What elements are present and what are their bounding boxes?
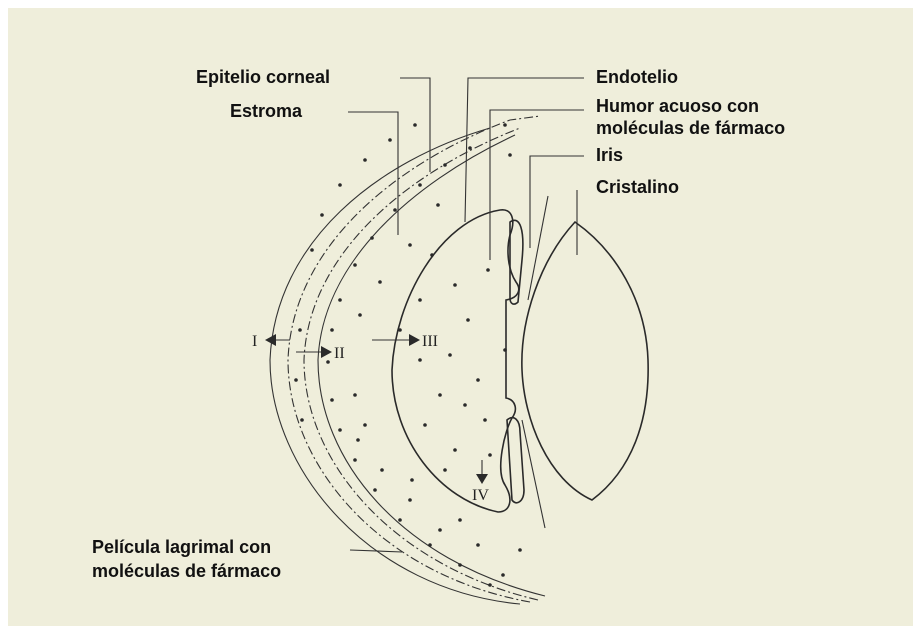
iris <box>507 196 548 528</box>
drug-molecule-dot <box>488 583 492 587</box>
drug-molecule-dot <box>458 563 462 567</box>
corneal-stroma-line <box>304 128 538 600</box>
labels: Epitelio corneal Estroma Endotelio Humor… <box>92 67 785 581</box>
drug-molecule-dot <box>436 203 440 207</box>
pathway-label-i: I <box>252 333 257 350</box>
drug-molecule-dot <box>466 318 470 322</box>
arrow-iv-head <box>476 474 488 484</box>
drug-molecule-dot <box>294 378 298 382</box>
drug-molecule-dot <box>338 183 342 187</box>
iris-lower <box>507 418 524 503</box>
drug-molecule-dot <box>518 548 522 552</box>
label-estroma: Estroma <box>230 101 303 121</box>
drug-molecule-dot <box>448 353 452 357</box>
drug-molecule-dot <box>503 348 507 352</box>
iris-leader <box>530 156 584 248</box>
drug-molecule-dot <box>398 328 402 332</box>
label-pelicula-line1: Película lagrimal con <box>92 537 271 557</box>
drug-molecule-dot <box>503 123 507 127</box>
pathway-label-iv: IV <box>472 487 489 504</box>
pathway-label-iii: III <box>422 333 438 350</box>
label-humor-acuoso-line2: moléculas de fármaco <box>596 118 785 138</box>
label-cristalino: Cristalino <box>596 177 679 197</box>
drug-molecule-dot <box>418 183 422 187</box>
drug-molecule-dot <box>430 253 434 257</box>
drug-molecule-dot <box>428 543 432 547</box>
iris-upper <box>510 220 523 304</box>
pathway-arrows: I II III IV <box>252 333 489 504</box>
drug-molecule-dot <box>300 418 304 422</box>
drug-molecule-dot <box>501 573 505 577</box>
drug-molecule-dot <box>353 263 357 267</box>
arrow-i-head <box>265 334 276 346</box>
drug-molecule-dot <box>423 423 427 427</box>
drug-molecule-dot <box>373 488 377 492</box>
drug-molecule-dot <box>438 393 442 397</box>
cornea <box>270 116 545 604</box>
drug-molecule-dot <box>463 403 467 407</box>
corneal-endothelium-line <box>318 135 545 596</box>
drug-molecule-dot <box>408 243 412 247</box>
drug-molecule-dot <box>476 543 480 547</box>
drug-molecule-dot <box>330 398 334 402</box>
drug-molecule-dot <box>356 438 360 442</box>
drug-molecule-dot <box>418 358 422 362</box>
drug-molecule-dot <box>418 298 422 302</box>
estroma-leader <box>348 112 398 235</box>
drug-molecule-dot <box>363 423 367 427</box>
drug-molecule-dot <box>488 453 492 457</box>
drug-molecule-dot <box>486 268 490 272</box>
drug-molecule-dot <box>438 528 442 532</box>
drug-molecule-dot <box>378 280 382 284</box>
corneal-epithelium-line <box>288 116 540 602</box>
leader-lines <box>348 78 584 552</box>
drug-molecule-dot <box>508 153 512 157</box>
drug-molecule-dot <box>380 468 384 472</box>
drug-molecule-dot <box>358 313 362 317</box>
drug-molecule-dot <box>388 138 392 142</box>
drug-molecule-dot <box>338 428 342 432</box>
drug-molecules <box>294 123 522 587</box>
drug-molecule-dot <box>353 458 357 462</box>
drug-molecule-dot <box>453 283 457 287</box>
humor-leader <box>490 110 584 260</box>
endotelio-leader <box>465 78 584 222</box>
drug-molecule-dot <box>453 448 457 452</box>
arrow-ii-head <box>321 346 332 358</box>
drug-molecule-dot <box>398 518 402 522</box>
drug-molecule-dot <box>408 498 412 502</box>
drug-molecule-dot <box>443 163 447 167</box>
arrow-iii-head <box>409 334 420 346</box>
drug-molecule-dot <box>370 236 374 240</box>
label-endotelio: Endotelio <box>596 67 678 87</box>
drug-molecule-dot <box>410 478 414 482</box>
drug-molecule-dot <box>468 146 472 150</box>
drug-molecule-dot <box>310 248 314 252</box>
drug-molecule-dot <box>353 393 357 397</box>
drug-molecule-dot <box>330 328 334 332</box>
lens-outline <box>522 222 648 500</box>
drug-molecule-dot <box>393 208 397 212</box>
label-pelicula-line2: moléculas de fármaco <box>92 561 281 581</box>
drug-molecule-dot <box>483 418 487 422</box>
drug-molecule-dot <box>476 378 480 382</box>
drug-molecule-dot <box>320 213 324 217</box>
drug-molecule-dot <box>298 328 302 332</box>
label-humor-acuoso-line1: Humor acuoso con <box>596 96 759 116</box>
drug-molecule-dot <box>458 518 462 522</box>
anterior-chamber-outline <box>392 210 519 512</box>
pathway-label-ii: II <box>334 345 345 362</box>
label-epitelio-corneal: Epitelio corneal <box>196 67 330 87</box>
drug-molecule-dot <box>413 123 417 127</box>
drug-molecule-dot <box>326 360 330 364</box>
iris-lower-edge <box>522 420 545 528</box>
label-iris: Iris <box>596 145 623 165</box>
drug-molecule-dot <box>363 158 367 162</box>
drug-molecule-dot <box>338 298 342 302</box>
drug-molecule-dot <box>443 468 447 472</box>
